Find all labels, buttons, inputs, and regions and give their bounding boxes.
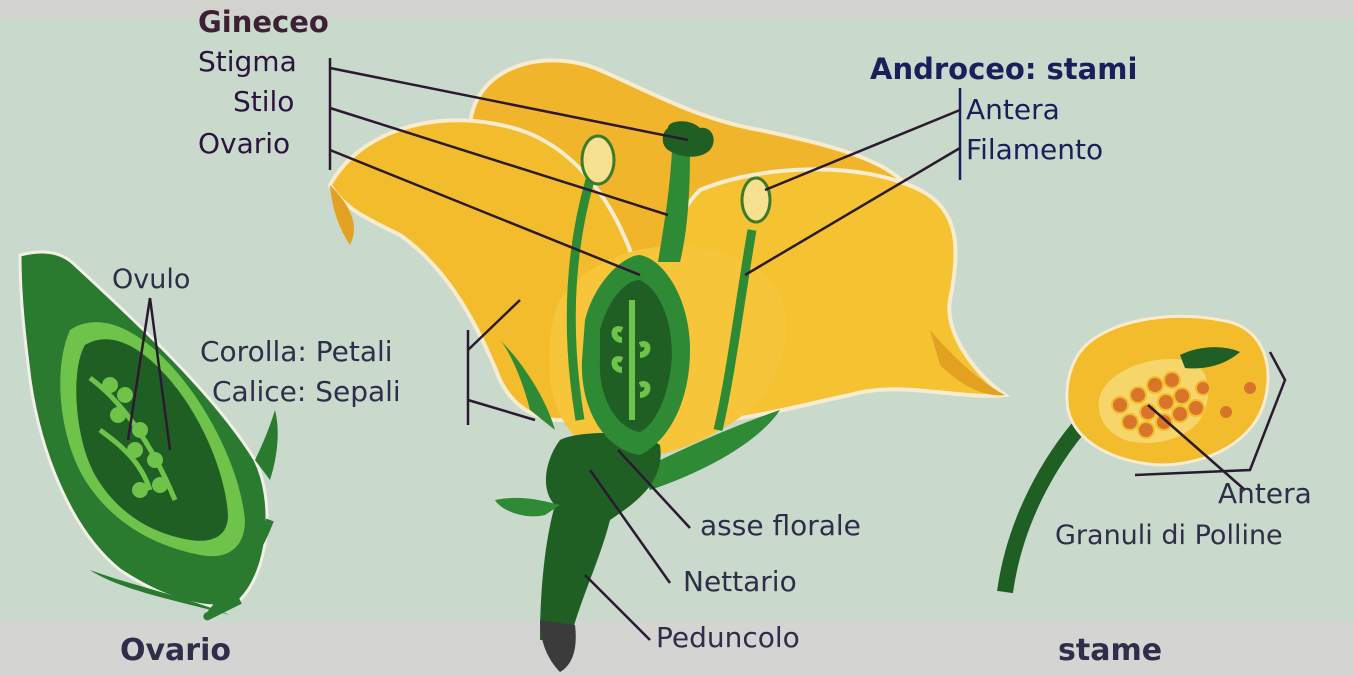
label-calice: Calice: Sepali (212, 378, 401, 406)
receptacle (540, 433, 661, 640)
label-corolla: Corolla: Petali (200, 338, 393, 366)
label-ovulo: Ovulo (112, 266, 190, 293)
label-antera-top: Antera (966, 96, 1060, 124)
label-gineceo: Gineceo (198, 8, 329, 37)
label-ovario-top: Ovario (198, 130, 290, 158)
label-ovario-bottom: Ovario (120, 636, 231, 666)
stamen-filament (1005, 420, 1085, 592)
label-nettario: Nettario (683, 568, 797, 596)
stamen-anther-left (582, 136, 614, 184)
bract (495, 498, 560, 516)
label-stilo: Stilo (233, 88, 294, 116)
stamen-anther-right (742, 178, 770, 222)
label-stame: stame (1058, 636, 1162, 666)
label-antera-right: Antera (1218, 480, 1312, 508)
label-stigma: Stigma (198, 48, 297, 76)
label-granuli: Granuli di Polline (1055, 522, 1283, 549)
label-peduncolo: Peduncolo (656, 624, 800, 652)
label-asse-florale: asse florale (700, 512, 861, 540)
label-androceo: Androceo: stami (870, 55, 1137, 84)
label-filamento: Filamento (966, 136, 1103, 164)
